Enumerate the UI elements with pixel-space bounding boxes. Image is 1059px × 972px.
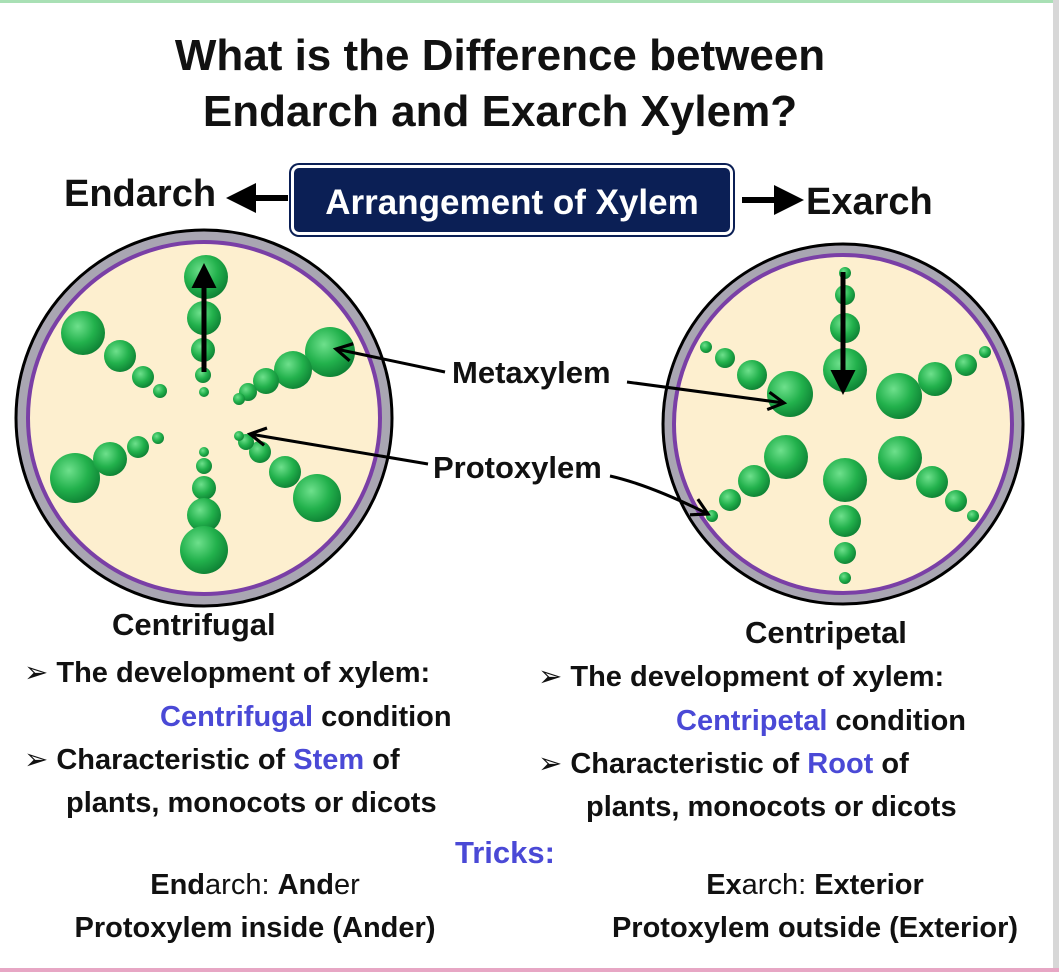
exarch-heading: Exarch [806,181,933,223]
protoxylem-label: Protoxylem [433,450,602,485]
left-bullet-characteristic: ➢ Characteristic of Stem of [24,744,400,776]
bullet-arrow-icon: ➢ [538,661,571,693]
exarch-section [661,242,1025,606]
left-bullet-plants: plants, monocots or dicots [66,787,437,819]
protoxylem-pointer-left [246,426,429,466]
exarch-trick-detail: Protoxylem outside (Exterior) [611,912,1019,944]
left-bullet-development: ➢ The development of xylem: [24,657,431,689]
metaxylem-pointer-right [626,380,788,412]
metaxylem-label: Metaxylem [452,355,611,390]
bullet-arrow-icon: ➢ [24,744,57,776]
frame-top-line [0,0,1059,3]
frame-right-bar [1053,0,1059,972]
right-bullet-condition: Centripetal condition [676,705,967,737]
arrangement-banner: Arrangement of Xylem [291,165,733,235]
exarch-trick-line: Exarch: Exterior [706,869,924,901]
protoxylem-pointer-right [609,474,711,517]
endarch-section [14,228,394,608]
right-bullet-characteristic: ➢ Characteristic of Root of [538,748,909,780]
bullet-arrow-icon: ➢ [538,748,571,780]
centripetal-caption: Centripetal [745,615,907,650]
page-title: What is the Difference between Endarch a… [174,31,826,136]
endarch-trick-line: Endarch: Ander [150,869,360,901]
metaxylem-pointer-left [332,342,446,374]
right-bullet-plants: plants, monocots or dicots [586,791,957,823]
centrifugal-caption: Centrifugal [112,607,276,642]
bullet-arrow-icon: ➢ [24,657,57,689]
right-bullet-development: ➢ The development of xylem: [538,661,945,693]
endarch-heading: Endarch [64,173,217,215]
left-bullet-condition: Centrifugal condition [160,701,452,733]
tricks-heading: Tricks: [455,835,555,870]
endarch-trick-detail: Protoxylem inside (Ander) [74,912,436,944]
frame-bottom-line [0,968,1059,972]
